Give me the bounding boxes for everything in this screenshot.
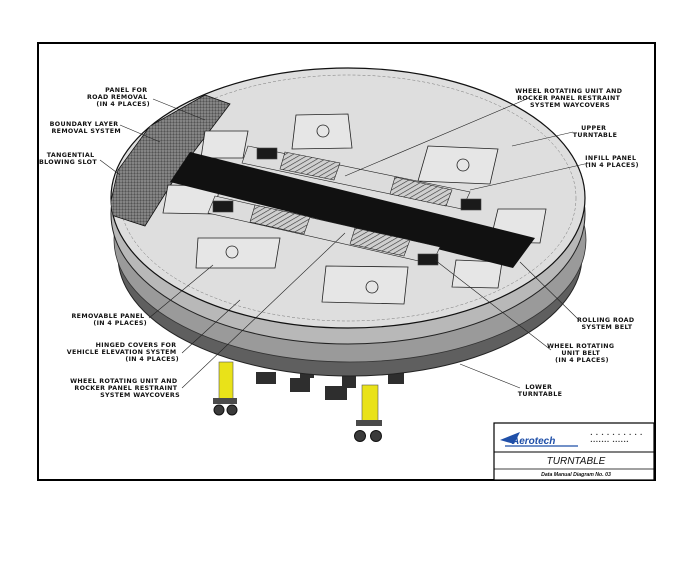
label-boundary-layer: BOUNDARY LAYER REMOVAL SYSTEM — [50, 121, 121, 135]
callout-labels: PANEL FOR ROAD REMOVAL (IN 4 PLACES) BOU… — [39, 87, 639, 399]
label-removable-panel: REMOVABLE PANEL (IN 4 PLACES) — [71, 313, 147, 327]
label-hinged-covers: HINGED COVERS FOR VEHICLE ELEVATION SYST… — [67, 342, 179, 363]
label-infill-panel: INFILL PANEL (IN 4 PLACES) — [585, 155, 639, 169]
title-text: TURNTABLE — [547, 456, 606, 467]
subtitle-text: Data Manual Diagram No. 03 — [541, 472, 611, 478]
label-panel-road-removal: PANEL FOR ROAD REMOVAL (IN 4 PLACES) — [87, 87, 150, 108]
label-wheel-unit-belt: WHEEL ROTATING UNIT BELT (IN 4 PLACES) — [547, 343, 617, 364]
logo-caption-2: ••••••• •••••• — [590, 440, 629, 445]
rolling-road-belt — [170, 152, 535, 268]
leader-lines — [99, 97, 590, 389]
label-wheel-unit-top: WHEEL ROTATING UNIT AND ROCKER PANEL RES… — [515, 88, 625, 109]
aerotech-logo: Aerotech — [500, 432, 578, 447]
waycovers — [207, 145, 471, 265]
label-tangential-slot: TANGENTIAL BLOWING SLOT — [39, 152, 97, 166]
label-upper-turntable: UPPER TURNTABLE — [573, 125, 617, 139]
wheel-unit-belts — [212, 147, 482, 266]
title-block: Aerotech • • • • • • • • • • ••••••• •••… — [493, 422, 655, 481]
label-rolling-road: ROLLING ROAD SYSTEM BELT — [577, 317, 637, 331]
caster-left — [213, 398, 238, 416]
logo-caption-1: • • • • • • • • • • — [590, 433, 643, 438]
logo-text: Aerotech — [511, 436, 555, 447]
label-lower-turntable: LOWER TURNTABLE — [518, 384, 562, 398]
support-legs — [213, 361, 404, 442]
caster-right — [354, 420, 382, 442]
label-wheel-unit-bottom: WHEEL ROTATING UNIT AND ROCKER PANEL RES… — [70, 378, 180, 399]
panel-hole-icons — [225, 124, 470, 294]
boundary-layer-panel — [111, 94, 231, 227]
